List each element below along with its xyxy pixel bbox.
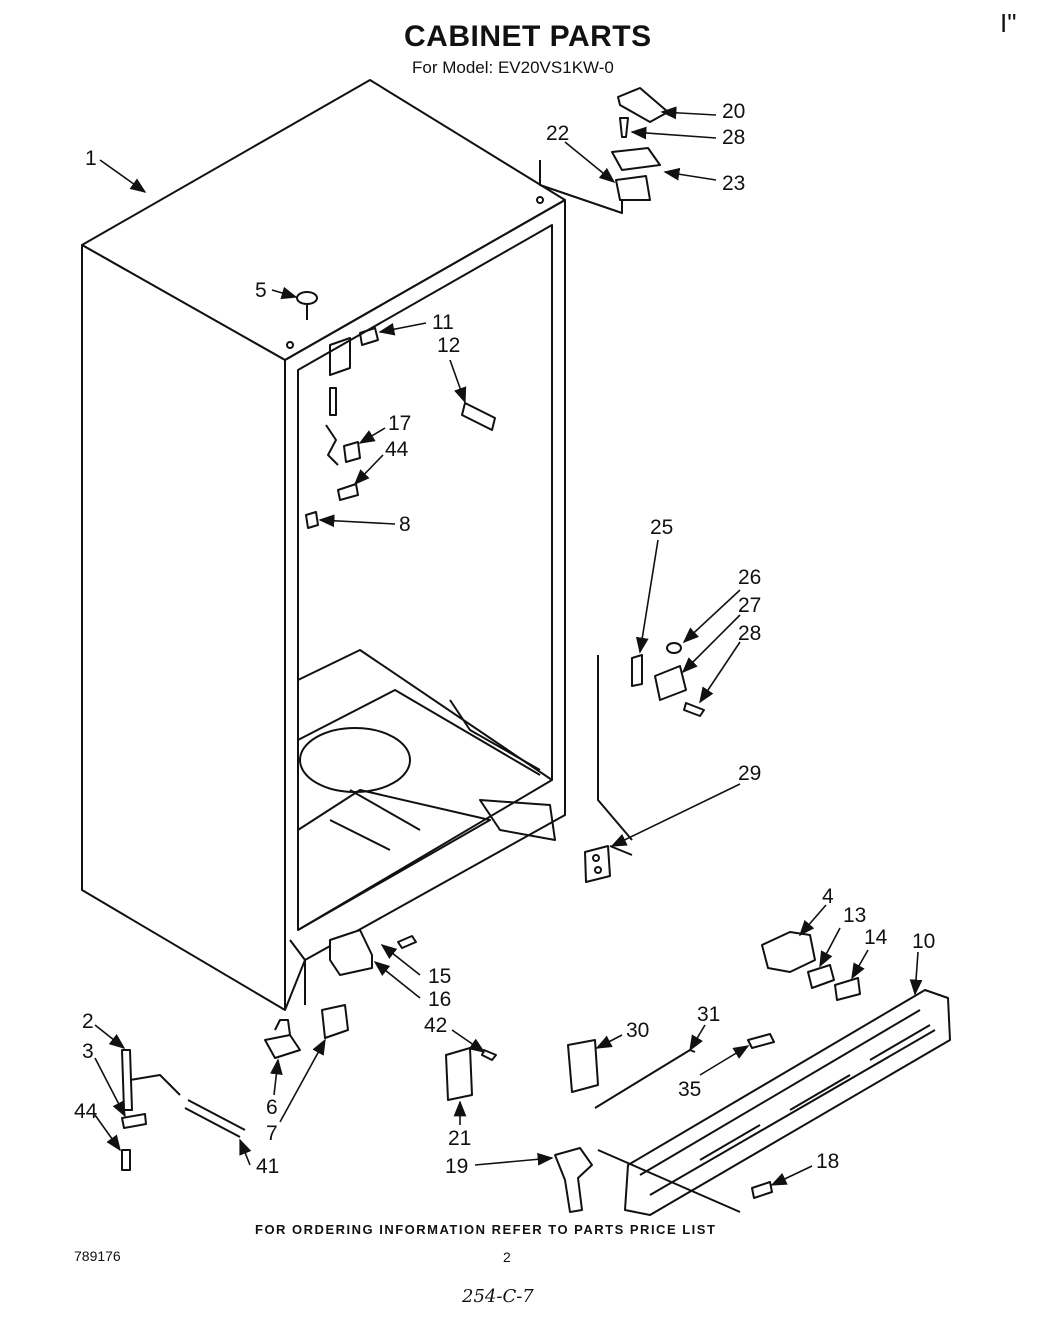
- base-grille: [624, 989, 951, 1216]
- callout-11: 11: [432, 311, 454, 334]
- callout-14: 14: [864, 926, 888, 949]
- callout-16: 16: [428, 988, 451, 1011]
- callout-labels: 1 20 28 22 23 5 11 12 17 44 8 25 26 27 2…: [74, 100, 935, 1178]
- callout-1: 1: [85, 147, 97, 170]
- page-number: 2: [503, 1249, 511, 1265]
- callout-23: 23: [722, 172, 745, 195]
- corner-mark: I": [1000, 8, 1017, 38]
- middle-hinge-assembly: [597, 642, 705, 841]
- callout-35: 35: [678, 1078, 701, 1101]
- callout-3: 3: [82, 1040, 94, 1063]
- callout-19: 19: [445, 1155, 468, 1178]
- handwritten-code: 254-C-7: [462, 1286, 534, 1307]
- callout-25: 25: [650, 516, 673, 539]
- callout-44-lower: 44: [74, 1100, 98, 1123]
- callout-26: 26: [738, 566, 761, 589]
- callout-13: 13: [843, 904, 866, 927]
- page-title: CABINET PARTS: [404, 20, 652, 53]
- model-line: For Model: EV20VS1KW-0: [412, 58, 614, 77]
- callout-15: 15: [428, 965, 451, 988]
- bottom-hinge-plate: [584, 845, 633, 883]
- callout-21: 21: [448, 1127, 471, 1150]
- callout-22: 22: [546, 122, 569, 145]
- callout-5: 5: [255, 279, 267, 302]
- callout-28-middle: 28: [738, 622, 761, 645]
- callout-20: 20: [722, 100, 745, 123]
- callout-18: 18: [816, 1150, 839, 1173]
- callout-28-top: 28: [722, 126, 745, 149]
- callout-30: 30: [626, 1019, 649, 1042]
- callout-8: 8: [399, 513, 411, 536]
- callout-17: 17: [388, 412, 411, 435]
- callout-10: 10: [912, 930, 935, 953]
- callout-27: 27: [738, 594, 761, 617]
- callout-leaders: [94, 106, 923, 1186]
- document-number: 789176: [74, 1248, 121, 1264]
- callout-2: 2: [82, 1010, 94, 1033]
- callout-29: 29: [738, 762, 761, 785]
- callout-12: 12: [437, 334, 460, 357]
- callout-7: 7: [266, 1122, 278, 1145]
- cabinet-body: [81, 79, 566, 1011]
- callout-6: 6: [266, 1096, 278, 1119]
- callout-41: 41: [256, 1155, 279, 1178]
- cabinet-small-parts: [296, 291, 496, 529]
- callout-44-upper: 44: [385, 438, 409, 461]
- top-hinge-assembly: [539, 87, 669, 214]
- lower-brackets: [264, 929, 417, 1059]
- drain-tube-assembly: [121, 1049, 246, 1171]
- switch-parts: [761, 931, 861, 1001]
- callout-4: 4: [822, 885, 834, 908]
- callout-42: 42: [424, 1014, 447, 1037]
- grille-bracket-19: [554, 1147, 773, 1213]
- clip-21: [445, 1047, 497, 1101]
- ordering-note: FOR ORDERING INFORMATION REFER TO PARTS …: [255, 1222, 717, 1237]
- callout-31: 31: [697, 1003, 720, 1026]
